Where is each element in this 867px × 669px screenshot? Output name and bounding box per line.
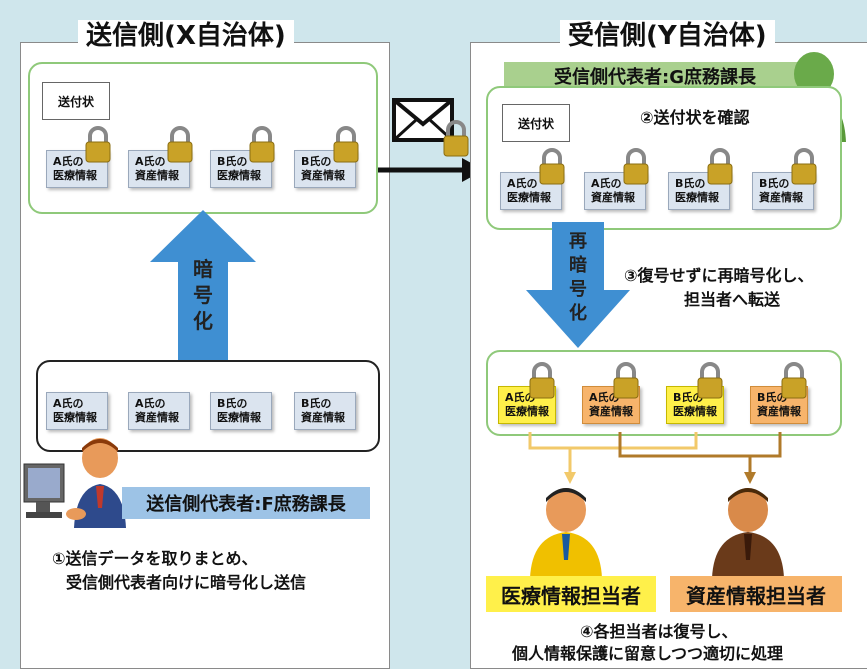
tile-owner: B氏の xyxy=(673,391,704,404)
medical-staff-person-icon xyxy=(530,488,602,578)
tile-owner: A氏の xyxy=(589,391,620,404)
tile-owner: B氏の xyxy=(675,177,706,190)
sender-encrypted-lock-icon xyxy=(333,126,359,163)
tile-info-type: 資産情報 xyxy=(135,411,179,424)
sender-rep-label: 送信側代表者:F庶務課長 xyxy=(122,487,370,519)
tile-info-type: 資産情報 xyxy=(757,405,801,418)
medical-staff-label: 医療情報担当者 xyxy=(486,576,656,612)
tile-owner: B氏の xyxy=(217,397,248,410)
receiver-reencrypted-lock-icon xyxy=(613,362,639,399)
reencrypt-arrow xyxy=(526,222,630,348)
receiver-encrypted-lock-icon xyxy=(539,148,565,185)
tile-info-type: 資産情報 xyxy=(135,169,179,182)
receiver-reencrypted-lock-icon xyxy=(697,362,723,399)
step1-line2: 受信側代表者向けに暗号化し送信 xyxy=(66,573,307,592)
step1-line1: ①送信データを取りまとめ、 xyxy=(52,549,258,568)
tile-info-type: 医療情報 xyxy=(53,411,97,424)
encrypt-arrow xyxy=(150,210,256,362)
tile-owner: A氏の xyxy=(135,397,166,410)
receiver-reencrypted-lock-icon xyxy=(781,362,807,399)
tile-owner: A氏の xyxy=(135,155,166,168)
envelope-lock-icon xyxy=(443,120,469,157)
tile-owner: B氏の xyxy=(759,177,790,190)
tile-owner: B氏の xyxy=(217,155,248,168)
sender-plain-tile: B氏の医療情報 xyxy=(210,392,272,430)
tile-owner: A氏の xyxy=(591,177,622,190)
tile-info-type: 資産情報 xyxy=(759,191,803,204)
sender-plain-tile: B氏の資産情報 xyxy=(294,392,356,430)
sender-plain-tile: A氏の医療情報 xyxy=(46,392,108,430)
tile-owner: A氏の xyxy=(507,177,538,190)
sender-title: 送信側(X自治体) xyxy=(78,20,294,52)
tile-info-type: 医療情報 xyxy=(217,411,261,424)
tile-info-type: 資産情報 xyxy=(589,405,633,418)
tile-info-type: 資産情報 xyxy=(301,411,345,424)
tile-owner: B氏の xyxy=(301,155,332,168)
sender-cover-letter: 送付状 xyxy=(42,82,110,120)
tile-info-type: 医療情報 xyxy=(673,405,717,418)
asset-staff-person-icon xyxy=(712,488,784,578)
tile-owner: B氏の xyxy=(301,397,332,410)
receiver-encrypted-lock-icon xyxy=(623,148,649,185)
asset-staff-label: 資産情報担当者 xyxy=(670,576,842,612)
receiver-encrypted-lock-icon xyxy=(707,148,733,185)
tile-info-type: 医療情報 xyxy=(505,405,549,418)
distribution-lines xyxy=(528,432,782,484)
receiver-encrypted-lock-icon xyxy=(791,148,817,185)
receiver-encrypted-tile: B氏の医療情報 xyxy=(668,172,730,210)
tile-info-type: 医療情報 xyxy=(217,169,261,182)
sender-plain-tile: A氏の資産情報 xyxy=(128,392,190,430)
tile-info-type: 医療情報 xyxy=(675,191,719,204)
tile-owner: A氏の xyxy=(53,155,84,168)
tile-info-type: 医療情報 xyxy=(507,191,551,204)
step3-line1: ③復号せずに再暗号化し、 xyxy=(624,266,814,285)
receiver-title: 受信側(Y自治体) xyxy=(560,20,775,52)
sender-encrypted-lock-icon xyxy=(85,126,111,163)
tile-owner: A氏の xyxy=(53,397,84,410)
receiver-reencrypted-tile: B氏の資産情報 xyxy=(750,386,808,424)
receiver-cover-letter: 送付状 xyxy=(502,104,570,142)
tile-owner: A氏の xyxy=(505,391,536,404)
step4-line2: 個人情報保護に留意しつつ適切に処理 xyxy=(512,644,784,663)
sender-encrypted-lock-icon xyxy=(167,126,193,163)
tile-info-type: 資産情報 xyxy=(301,169,345,182)
receiver-reencrypted-lock-icon xyxy=(529,362,555,399)
reencrypt-arrow-label: 再暗号化 xyxy=(569,231,587,324)
sender-encrypted-lock-icon xyxy=(249,126,275,163)
encrypt-arrow-label: 暗号化 xyxy=(193,257,213,333)
tile-owner: B氏の xyxy=(757,391,788,404)
tile-info-type: 医療情報 xyxy=(53,169,97,182)
step4-line1: ④各担当者は復号し、 xyxy=(580,622,738,641)
receiver-rep-label: 受信側代表者:G庶務課長 xyxy=(504,62,806,90)
receiver-reencrypted-tile: A氏の医療情報 xyxy=(498,386,556,424)
step3-line2: 担当者へ転送 xyxy=(684,290,781,309)
step2-text: ②送付状を確認 xyxy=(640,108,750,127)
sender-person-pc-icon xyxy=(23,438,126,528)
tile-info-type: 資産情報 xyxy=(591,191,635,204)
